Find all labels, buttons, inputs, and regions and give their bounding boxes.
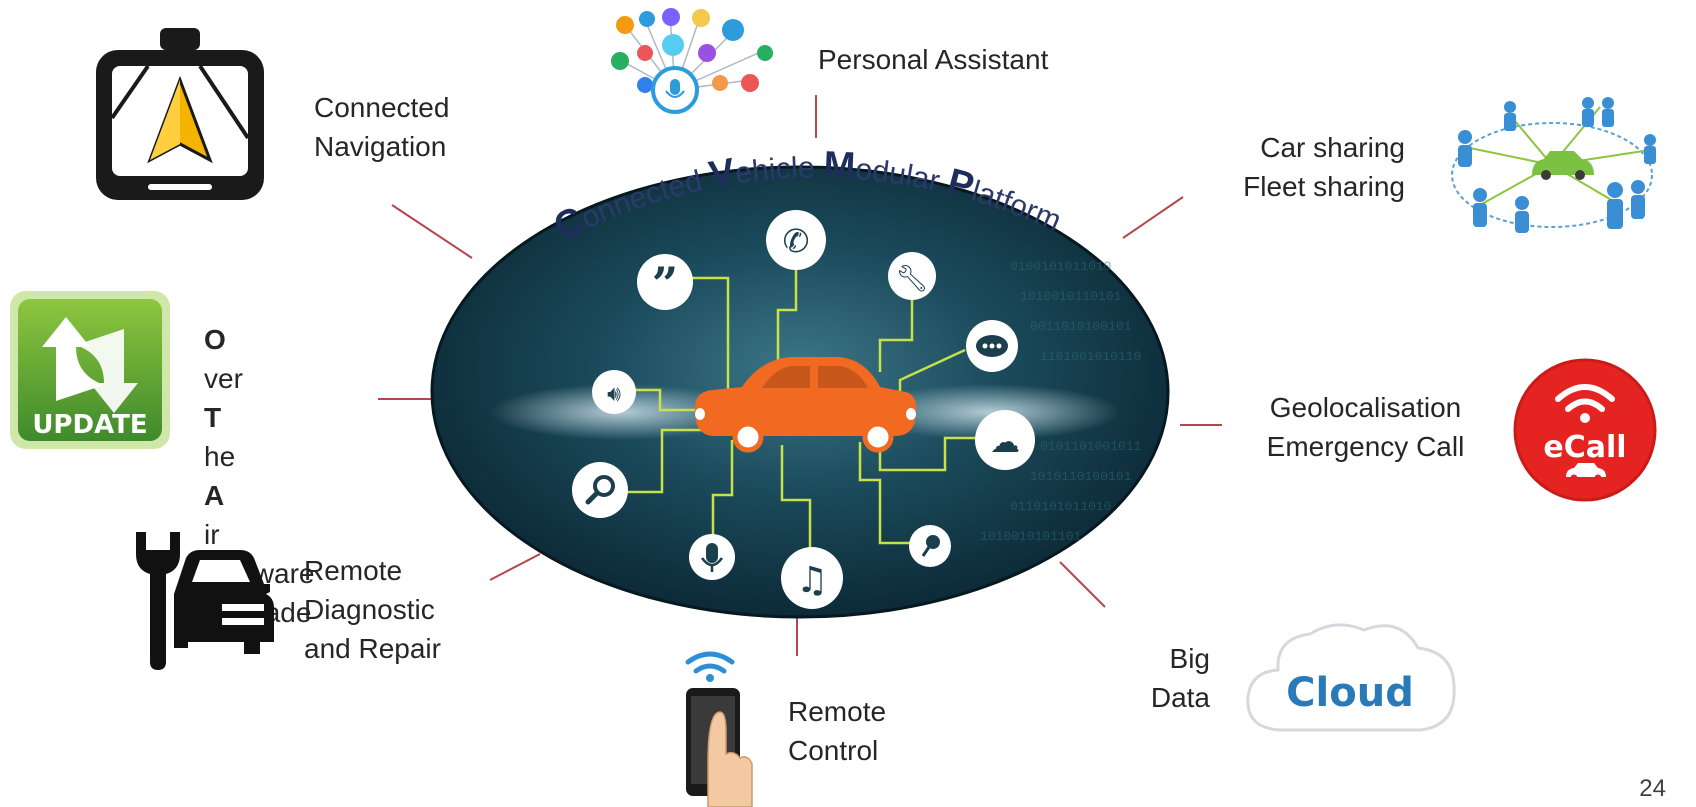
wrench-icon: 🔧︎ xyxy=(888,252,936,300)
car-sharing-network-icon xyxy=(1451,97,1656,233)
big-data-label: Big Data xyxy=(1150,643,1210,713)
svg-text:UPDATE: UPDATE xyxy=(32,410,147,440)
svg-text:0110101011010: 0110101011010 xyxy=(1010,499,1111,514)
svg-text:1010010110101: 1010010110101 xyxy=(1020,289,1122,304)
geolocalisation-label: Geolocalisation Emergency Call xyxy=(1266,392,1465,462)
svg-text:”: ” xyxy=(652,257,678,311)
music-note-icon: ♫ xyxy=(781,547,843,609)
ecall-icon: eCall xyxy=(1513,358,1657,502)
svg-text:♫: ♫ xyxy=(796,560,828,601)
chat-bubble-icon xyxy=(966,320,1018,372)
connector-car-sharing xyxy=(1122,196,1184,239)
svg-text:✆: ✆ xyxy=(783,222,810,260)
car-sharing-label: Car sharing Fleet sharing xyxy=(1243,132,1405,202)
svg-text:🔧︎: 🔧︎ xyxy=(895,264,928,294)
magnifier-icon xyxy=(572,462,628,518)
voice-assistant-apps-icon xyxy=(611,8,773,114)
personal-assistant-label: Personal Assistant xyxy=(818,44,1049,75)
svg-text:1010010101101: 1010010101101 xyxy=(980,529,1082,544)
svg-text:🔊︎: 🔊︎ xyxy=(607,382,621,407)
svg-text:0101101001011: 0101101001011 xyxy=(1040,439,1142,454)
connected-car-icon xyxy=(694,357,917,453)
quote-icon: ” xyxy=(637,254,693,311)
svg-text:1010110100101: 1010110100101 xyxy=(1030,469,1132,484)
remote-control-label: Remote Control xyxy=(788,696,887,766)
smartphone-touch-icon xyxy=(685,651,753,807)
cloud-moon-icon: ☁ xyxy=(975,410,1035,470)
navigation-label: Connected Navigation xyxy=(314,92,450,162)
connector-navigation xyxy=(391,204,473,259)
svg-text:1101001010110: 1101001010110 xyxy=(1040,349,1141,364)
svg-text:eCall: eCall xyxy=(1543,430,1626,465)
page-number: 24 xyxy=(1639,775,1666,802)
connector-remote-diagnostic xyxy=(489,553,541,581)
phone-icon: ✆ xyxy=(766,210,826,270)
speaker-icon: 🔊︎ xyxy=(592,370,636,414)
svg-text:0100101011010: 0100101011010 xyxy=(1010,259,1111,274)
connector-big-data xyxy=(1059,561,1106,608)
app-icons: ” ✆ 🔧︎ 🔊︎ ☁ xyxy=(572,210,1035,609)
svg-text:Cloud: Cloud xyxy=(1286,670,1414,716)
gps-navigation-icon xyxy=(96,28,264,200)
wrench-car-icon xyxy=(136,532,274,670)
svg-text:☁: ☁ xyxy=(990,425,1020,460)
cloud-icon: Cloud xyxy=(1246,623,1456,732)
update-arrows-icon: UPDATE xyxy=(10,291,170,449)
microphone-icon xyxy=(689,534,735,580)
svg-text:0011010100101: 0011010100101 xyxy=(1030,319,1132,334)
binary-texture: 0100101011010 1010010110101 001101010010… xyxy=(980,259,1142,544)
location-pin-icon xyxy=(909,525,951,567)
remote-diagnostic-label: Remote Diagnostic and Repair xyxy=(304,555,441,664)
